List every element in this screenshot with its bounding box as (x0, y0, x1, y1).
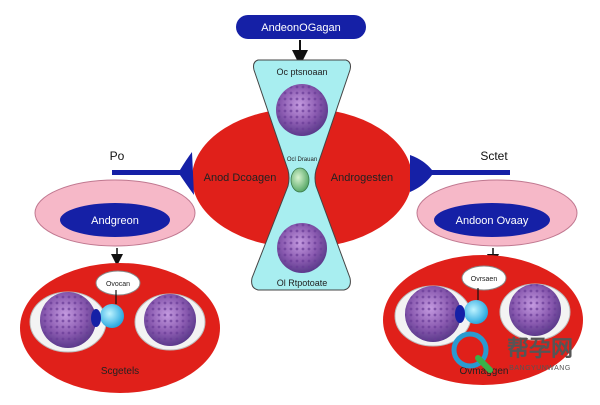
right-bottom-cell-2-texture (509, 284, 561, 336)
left-bottom-cell-2-texture (144, 294, 196, 346)
center-inner-label: Ocl Drauan (287, 157, 317, 163)
left-bottom-cell-1-texture (40, 292, 96, 348)
title-pill (236, 15, 366, 39)
center-small-cell (290, 167, 310, 193)
right-bottom-cell-1-texture (405, 286, 461, 342)
left-bottom-small-bubble (95, 270, 141, 296)
left-center-label: Anod Dcoagen (204, 172, 277, 184)
watermark-logo-tail (475, 355, 493, 373)
right-arrow-label: Sctet (480, 149, 508, 163)
left-bottom-navy-blob (91, 309, 101, 327)
right-bottom-small-bubble (461, 265, 507, 291)
left-bottom-small-label: Ovocan (106, 281, 130, 288)
watermark: 帮孕网 BANGYUNWANG (451, 331, 573, 373)
right-bottom-label: Ovmaggen (460, 366, 509, 377)
left-arrow (112, 152, 194, 195)
bottom-cell-label: Ol Rtpotoate (277, 278, 328, 288)
right-arrow (410, 155, 510, 192)
right-bottom-blue-ball (464, 300, 488, 324)
right-bottom-small-label: Ovrsaen (471, 276, 498, 283)
top-cell-texture (276, 84, 328, 136)
left-bottom-label: Scgetels (101, 366, 139, 377)
right-center-label: Androgesten (331, 172, 393, 184)
left-pill (60, 203, 170, 237)
right-pill-label: Andoon Ovaay (456, 215, 529, 227)
right-bottom-navy-blob (455, 305, 465, 323)
watermark-logo-icon (451, 331, 489, 369)
title-text: AndeonOGagan (261, 22, 341, 34)
left-bottom-blue-ball (100, 304, 124, 328)
right-pill (434, 203, 550, 237)
left-arrow-label: Po (110, 149, 125, 163)
bottom-cell-texture (277, 223, 327, 273)
left-pill-label: Andgreon (91, 215, 139, 227)
top-cell-label: Oc ptsnoaan (276, 67, 327, 77)
watermark-cn: 帮孕网 (507, 336, 573, 361)
watermark-en: BANGYUNWANG (509, 365, 571, 372)
